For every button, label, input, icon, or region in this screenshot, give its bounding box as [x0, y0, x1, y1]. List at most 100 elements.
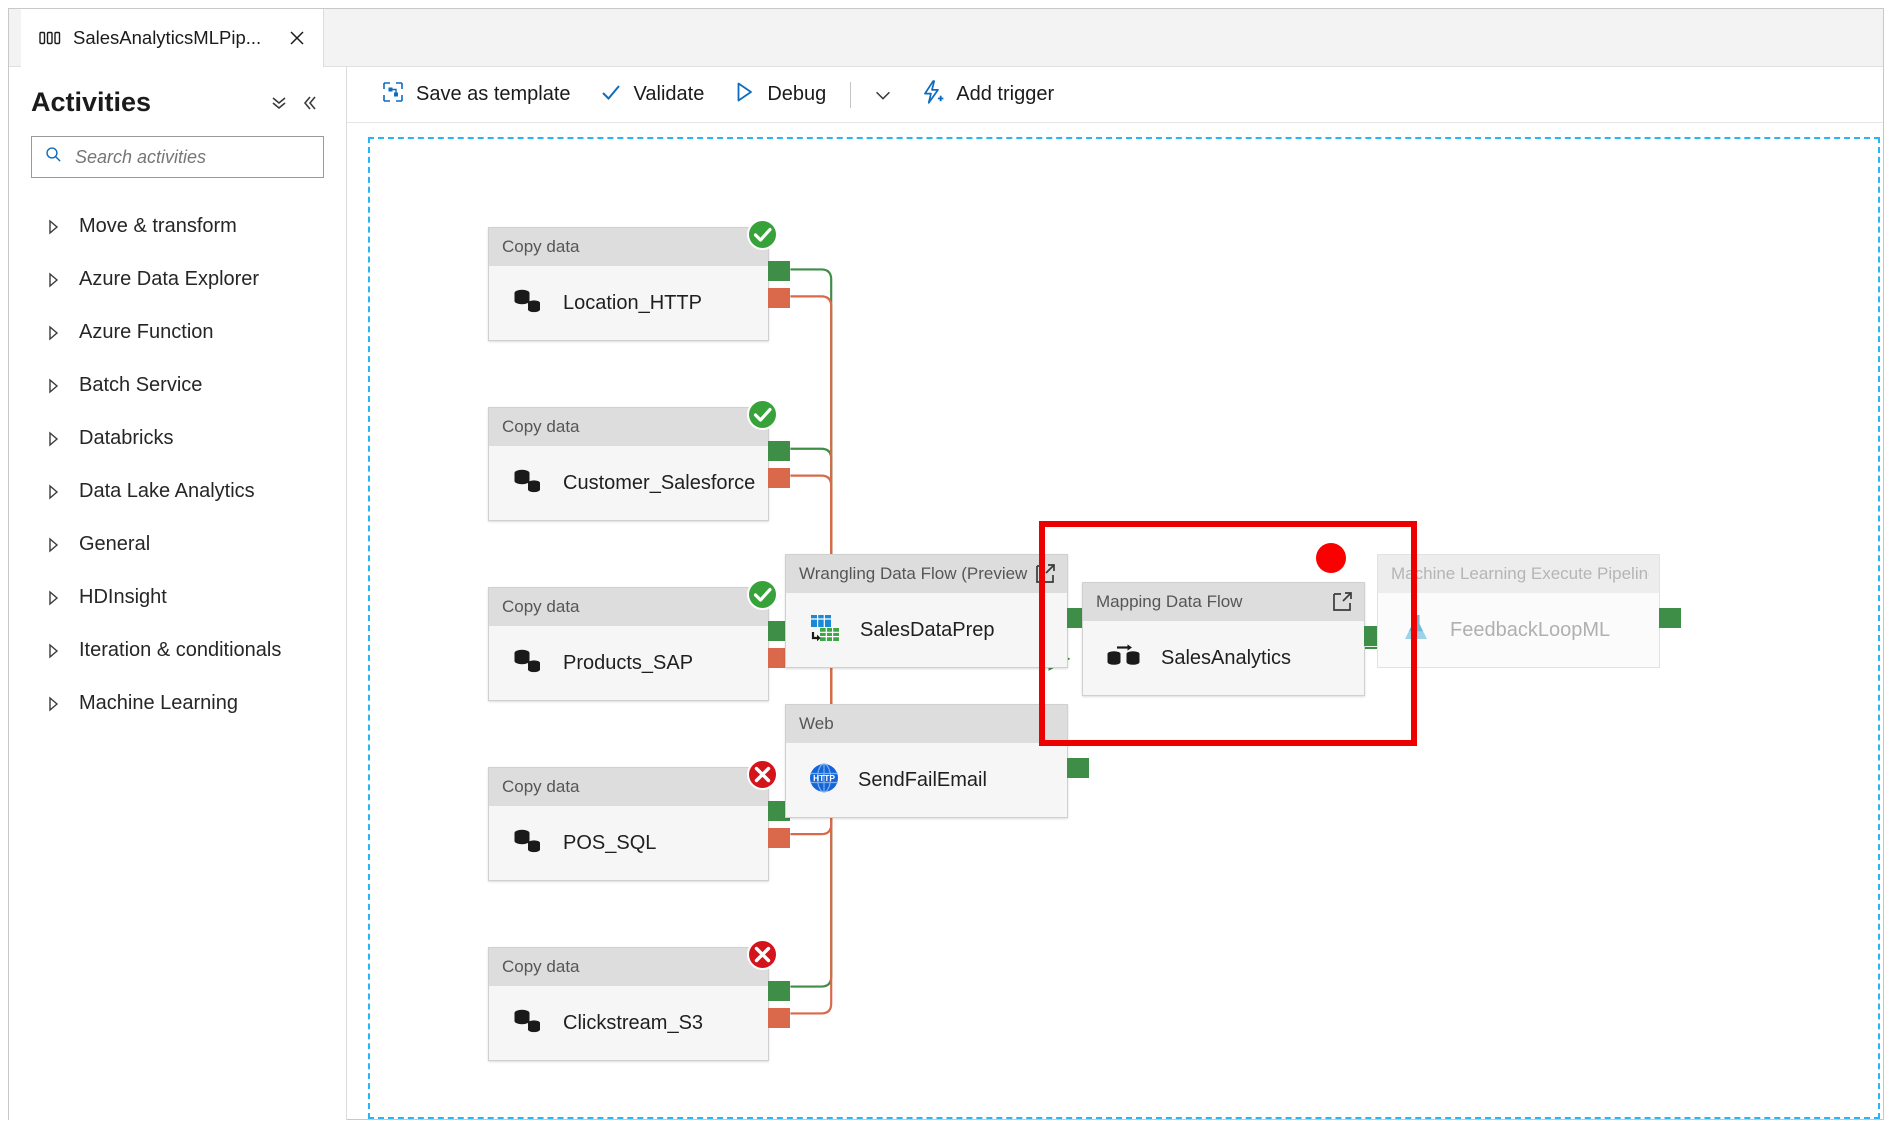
node-body: Clickstream_S3 [489, 986, 768, 1060]
activity-node-web-sendfailemail[interactable]: Web HTTP SendFailEmail [785, 704, 1089, 818]
node-body: Products_SAP [489, 626, 768, 700]
sidebar-item-label: Data Lake Analytics [79, 480, 255, 502]
failure-output-port[interactable] [768, 288, 790, 308]
sidebar-item-databricks[interactable]: Databricks [9, 412, 346, 465]
node-name-label: Location_HTTP [563, 291, 702, 314]
success-output-port[interactable] [1659, 608, 1681, 628]
sidebar-item-data-lake-analytics[interactable]: Data Lake Analytics [9, 465, 346, 518]
node-header: Machine Learning Execute Pipeline [1378, 555, 1659, 593]
search-activities-box[interactable] [31, 136, 324, 178]
activity-node-copy-data-clickstream-s3[interactable]: Copy data [488, 939, 790, 1061]
sidebar-item-label: HDInsight [79, 586, 167, 608]
node-name-label: SalesDataPrep [860, 618, 995, 641]
node-type-label: Copy data [502, 777, 580, 796]
node-header: Copy data [489, 948, 768, 986]
failure-output-port[interactable] [768, 468, 790, 488]
search-input[interactable] [73, 145, 311, 169]
mapping-dataflow-icon [1105, 641, 1143, 676]
tab-strip: SalesAnalyticsMLPip... [9, 9, 1883, 67]
sidebar-item-azure-data-explorer[interactable]: Azure Data Explorer [9, 253, 346, 306]
debug-button[interactable]: Debug [720, 75, 838, 115]
activity-node-wrangling-dataflow-salesdataprep[interactable]: Wrangling Data Flow (Preview [785, 554, 1089, 668]
sidebar-item-batch-service[interactable]: Batch Service [9, 359, 346, 412]
pipeline-toolbar: Save as template Validate Debug [347, 67, 1883, 123]
node-body: HTTP SendFailEmail [786, 743, 1067, 817]
http-globe-icon: HTTP [808, 762, 840, 799]
activity-category-list: Move & transform Azure Data Explorer Azu… [9, 200, 346, 730]
close-icon[interactable] [287, 28, 307, 48]
check-circle-icon [746, 398, 779, 431]
activities-sidebar: Activities [9, 67, 347, 1120]
sidebar-item-machine-learning[interactable]: Machine Learning [9, 677, 346, 730]
activities-header: Activities [9, 67, 346, 124]
toolbar-divider [850, 81, 852, 108]
open-in-new-icon[interactable] [1330, 590, 1354, 614]
validate-label: Validate [633, 83, 705, 105]
success-output-port[interactable] [1067, 758, 1089, 778]
success-output-port[interactable] [768, 441, 790, 461]
activity-node-copy-data-products-sap[interactable]: Copy data [488, 579, 790, 701]
copy-data-icon [511, 826, 545, 861]
chevron-right-icon [47, 324, 59, 341]
node-name-label: Customer_Salesforce [563, 471, 756, 494]
tab-pipeline[interactable]: SalesAnalyticsMLPip... [21, 9, 325, 67]
node-type-label: Machine Learning Execute Pipeline [1391, 564, 1649, 583]
sidebar-item-iteration-conditionals[interactable]: Iteration & conditionals [9, 624, 346, 677]
success-output-port[interactable] [768, 261, 790, 281]
activity-node-ml-execute-pipeline-feedbackloopml[interactable]: Machine Learning Execute Pipeline Feedba… [1377, 554, 1681, 668]
node-header: Web [786, 705, 1067, 743]
page-title: Activities [31, 87, 152, 117]
add-trigger-button[interactable]: Add trigger [907, 75, 1066, 115]
save-as-template-button[interactable]: Save as template [369, 75, 583, 115]
sidebar-item-label: Move & transform [79, 215, 237, 237]
failure-output-port[interactable] [768, 648, 790, 668]
failure-output-port[interactable] [768, 1008, 790, 1028]
chevron-right-icon [47, 483, 59, 500]
node-body: SalesDataPrep [786, 593, 1067, 667]
success-output-port[interactable] [768, 801, 790, 821]
activity-node-mapping-dataflow-salesanalytics[interactable]: Mapping Data Flow [1082, 582, 1386, 696]
chevron-right-icon [47, 695, 59, 712]
sidebar-item-azure-function[interactable]: Azure Function [9, 306, 346, 359]
sidebar-item-move-transform[interactable]: Move & transform [9, 200, 346, 253]
failure-output-port[interactable] [768, 828, 790, 848]
error-circle-icon [746, 938, 779, 971]
node-header: Wrangling Data Flow (Preview [786, 555, 1067, 593]
open-in-new-icon[interactable] [1033, 562, 1057, 586]
success-output-port[interactable] [768, 621, 790, 641]
activity-node-copy-data-pos-sql[interactable]: Copy data [488, 759, 790, 881]
node-type-label: Mapping Data Flow [1096, 592, 1243, 611]
node-header: Copy data [489, 228, 768, 266]
debug-label: Debug [767, 83, 827, 105]
check-circle-icon [746, 578, 779, 611]
check-circle-icon [746, 218, 779, 251]
node-body: SalesAnalytics [1083, 621, 1364, 695]
ml-pipeline-icon [1400, 612, 1432, 649]
chevron-right-icon [47, 642, 59, 659]
chevron-right-icon [47, 536, 59, 553]
chevron-double-left-icon[interactable] [294, 88, 324, 118]
node-name-label: SalesAnalytics [1161, 646, 1292, 669]
node-header: Mapping Data Flow [1083, 583, 1364, 621]
node-name-label: SendFailEmail [858, 768, 987, 791]
sidebar-item-label: Databricks [79, 427, 174, 449]
template-icon [381, 80, 405, 109]
node-body: POS_SQL [489, 806, 768, 880]
sidebar-item-general[interactable]: General [9, 518, 346, 571]
node-type-label: Copy data [502, 237, 580, 256]
save-as-template-label: Save as template [416, 83, 571, 105]
node-header: Copy data [489, 768, 768, 806]
node-name-label: POS_SQL [563, 831, 657, 854]
chevron-right-icon [47, 218, 59, 235]
activity-node-copy-data-customer-salesforce[interactable]: Copy data [488, 399, 790, 521]
copy-data-icon [511, 646, 545, 681]
chevron-double-down-icon[interactable] [264, 88, 294, 118]
success-output-port[interactable] [768, 981, 790, 1001]
validate-button[interactable]: Validate [587, 75, 717, 115]
node-body: Location_HTTP [489, 266, 768, 340]
sidebar-item-hdinsight[interactable]: HDInsight [9, 571, 346, 624]
debug-options-chevron-down-icon[interactable] [863, 75, 903, 115]
node-header: Copy data [489, 588, 768, 626]
activity-node-copy-data-location-http[interactable]: Copy data [488, 219, 790, 341]
pipeline-canvas[interactable]: Copy data [368, 137, 1880, 1119]
